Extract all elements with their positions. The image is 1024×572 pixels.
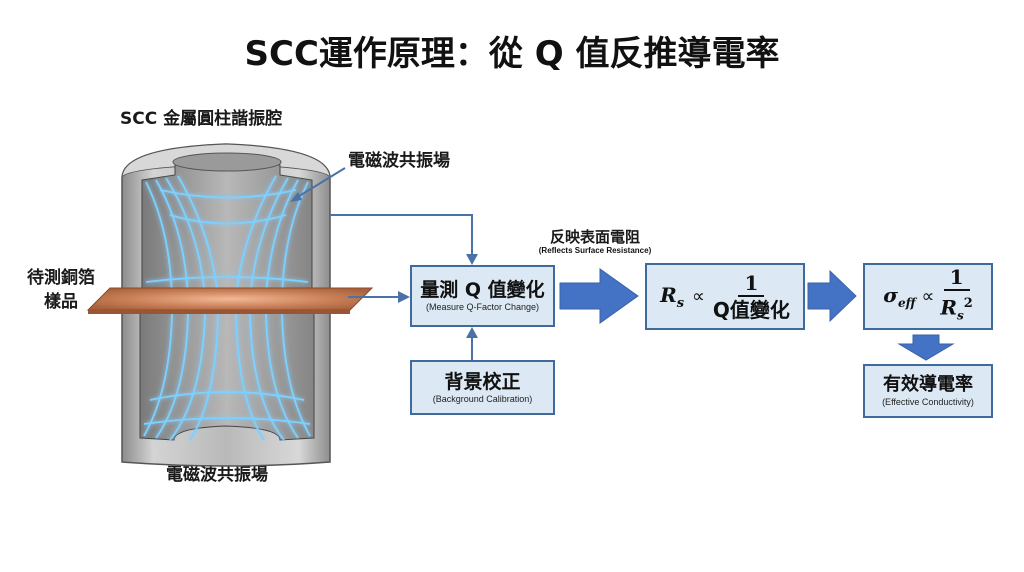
rs-symbol: Rs (660, 282, 685, 311)
rs-fraction: 1 Q值變化 (713, 271, 790, 323)
effective-conductivity-subtitle: (Effective Conductivity) (882, 397, 974, 407)
lower-cavity (121, 309, 331, 467)
background-calibration-title: 背景校正 (444, 370, 521, 393)
field-lines-lower (143, 313, 311, 441)
measure-q-title: 量測 Q 值變化 (420, 279, 545, 301)
measure-q-subtitle: (Measure Q-Factor Change) (425, 302, 540, 312)
sigma-fraction: 1 Rs2 (940, 265, 972, 329)
rs-formula-box: Rs ∝ 1 Q值變化 (645, 263, 805, 330)
connector-cavity-to-measure (330, 214, 478, 265)
sigma-denominator: Rs2 (940, 295, 973, 323)
copper-sample (86, 287, 374, 311)
effective-conductivity-box: 有效導電率 (Effective Conductivity) (863, 364, 993, 418)
effective-conductivity-title: 有效導電率 (883, 374, 973, 395)
connector-background-to-measure (466, 327, 478, 360)
proportional-symbol: ∝ (692, 286, 705, 307)
field-label-bottom: 電磁波共振場 (166, 465, 268, 485)
measure-q-box: 量測 Q 值變化 (Measure Q-Factor Change) (410, 265, 555, 327)
field-pointer-arrow (290, 167, 346, 202)
page-title: SCC運作原理：從 Q 值反推導電率 (244, 34, 780, 74)
rs-numerator: 1 (738, 271, 765, 297)
background-calibration-subtitle: (Background Calibration) (432, 393, 533, 404)
cavity-label: SCC 金屬圓柱諧振腔 (120, 109, 283, 129)
background-calibration-box: 背景校正 (Background Calibration) (410, 360, 555, 415)
sample-label: 待測銅箔 樣品 (18, 266, 104, 314)
arrow-caption: 反映表面電阻 (Reflects Surface Resistance) (520, 228, 670, 256)
arrow-caption-subtitle: (Reflects Surface Resistance) (538, 246, 652, 255)
field-lines-upper (145, 175, 309, 299)
arrow-caption-title: 反映表面電阻 (549, 228, 640, 246)
copper-sample-edge (88, 310, 350, 314)
block-arrow-down (897, 334, 955, 361)
sample-label-line2: 樣品 (44, 292, 78, 312)
sigma-formula-box: σeff ∝ 1 Rs2 (863, 263, 993, 330)
upper-cavity (121, 143, 331, 301)
sample-label-line1: 待測銅箔 (27, 268, 95, 288)
block-arrow-1 (559, 268, 639, 324)
sigma-numerator: 1 (943, 265, 970, 291)
rs-denominator: Q值變化 (712, 297, 790, 322)
connector-sample-to-measure (348, 291, 410, 303)
block-arrow-2 (807, 269, 857, 323)
sigma-symbol: σeff (883, 283, 916, 310)
proportional-symbol-2: ∝ (921, 286, 935, 307)
field-label-top: 電磁波共振場 (348, 151, 450, 171)
